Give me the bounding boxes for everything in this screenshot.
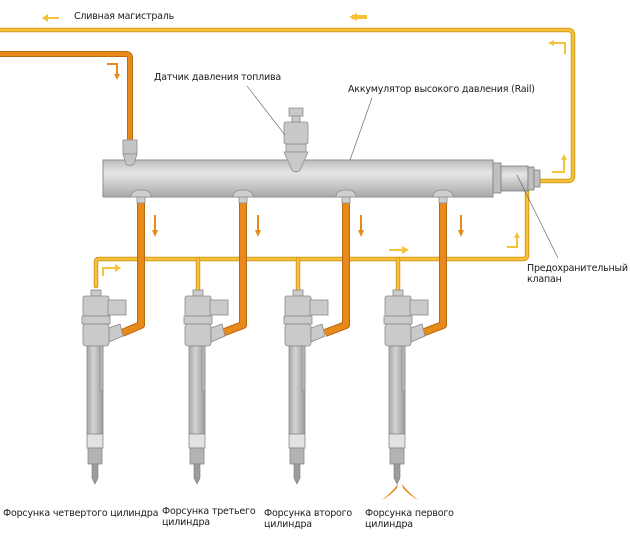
label-injector-2-line2: цилиндра bbox=[264, 519, 312, 530]
label-relief-valve: Предохранительный клапан bbox=[527, 263, 628, 285]
arrow-right-icon bbox=[102, 246, 409, 276]
label-relief-valve-line1: Предохранительный bbox=[527, 263, 628, 274]
rail-inlet-fitting bbox=[122, 139, 138, 166]
injector-nozzle bbox=[193, 463, 201, 485]
injector-feed-lines bbox=[120, 200, 447, 337]
label-injector-3: Форсунка третьего цилиндра bbox=[162, 506, 256, 528]
label-injector-1-line1: Форсунка первого bbox=[365, 508, 454, 519]
label-rail: Аккумулятор высокого давления (Rail) bbox=[348, 84, 535, 95]
arrow-down-icon bbox=[107, 63, 464, 237]
label-injector-4: Форсунка четвертого цилиндра bbox=[3, 508, 159, 519]
pressure-relief-valve bbox=[492, 162, 541, 194]
injector1-spray bbox=[382, 484, 418, 500]
label-return-line: Сливная магистраль bbox=[74, 11, 175, 22]
label-pressure-sensor: Датчик давления топлива bbox=[154, 72, 281, 83]
injector-nozzle bbox=[393, 463, 401, 485]
return-line bbox=[0, 27, 576, 295]
injector-nozzle bbox=[293, 463, 301, 485]
injector-1 bbox=[383, 289, 429, 485]
arrow-up-icon bbox=[507, 154, 567, 248]
high-pressure-feed bbox=[0, 51, 133, 140]
flow-arrows bbox=[42, 13, 567, 276]
label-injector-2-line1: Форсунка второго bbox=[264, 508, 353, 519]
injector-4 bbox=[81, 289, 127, 485]
pressure-sensor bbox=[283, 107, 309, 173]
leader-lines bbox=[246, 85, 559, 259]
label-injector-1-line2: цилиндра bbox=[365, 519, 413, 530]
arrow-left-icon bbox=[42, 13, 367, 22]
label-injector-3-line2: цилиндра bbox=[162, 517, 210, 528]
arrow-turn-icon bbox=[548, 40, 566, 54]
injector-nozzle bbox=[91, 463, 99, 485]
label-injector-3-line1: Форсунка третьего bbox=[162, 506, 256, 517]
label-injector-2: Форсунка второго цилиндра bbox=[264, 508, 352, 530]
label-injector-1: Форсунка первого цилиндра bbox=[365, 508, 454, 530]
injector-3 bbox=[183, 289, 229, 485]
label-relief-valve-line2: клапан bbox=[527, 274, 562, 285]
injector-2 bbox=[283, 289, 329, 485]
injectors bbox=[81, 289, 429, 485]
rail bbox=[102, 107, 541, 204]
